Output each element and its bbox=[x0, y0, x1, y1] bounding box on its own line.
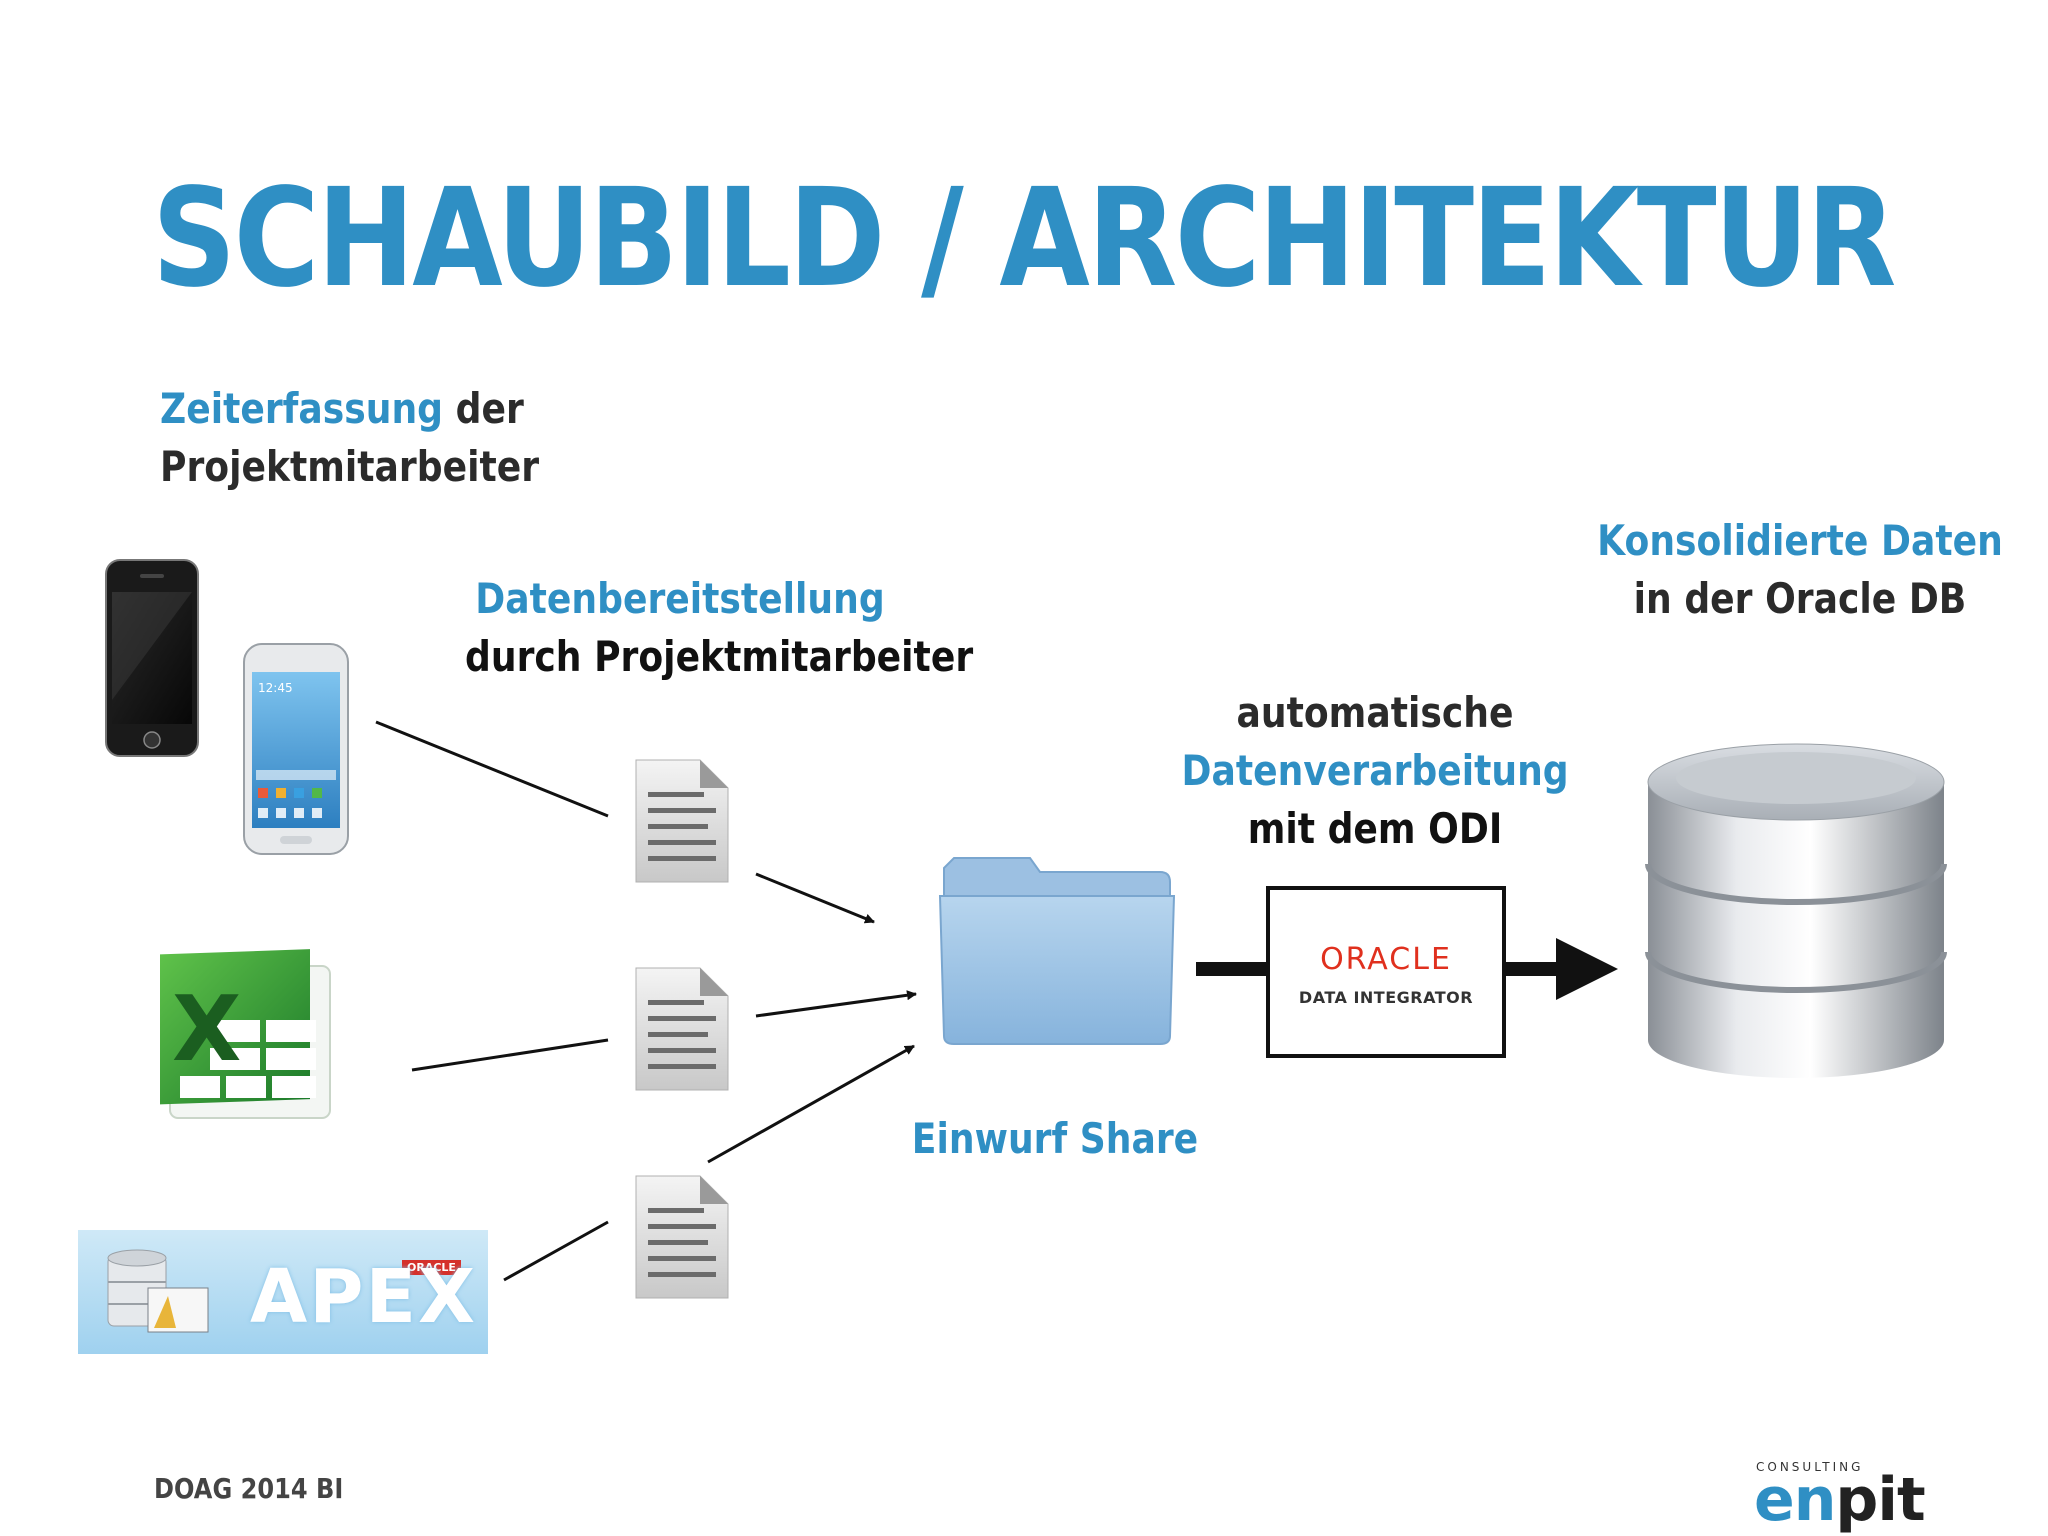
sources-label-line2: Projektmitarbeiter bbox=[160, 442, 540, 491]
provision-label: Datenbereitstellung durch Projektmitarbe… bbox=[465, 570, 973, 686]
enpit-logo: enpit bbox=[1754, 1470, 1926, 1530]
connector-excel-to-doc bbox=[411, 1038, 609, 1072]
svg-text:X: X bbox=[172, 977, 241, 1082]
sources-label: Zeiterfassung der Projektmitarbeiter bbox=[160, 380, 539, 496]
processing-label-line3: mit dem ODI bbox=[1247, 804, 1503, 853]
arrow-doc3-to-share bbox=[707, 1044, 915, 1164]
smartphone-samsung-icon: 12:45 bbox=[243, 643, 349, 855]
apex-database-icon bbox=[107, 1249, 209, 1333]
apex-oracle-badge: ORACLE bbox=[402, 1260, 461, 1275]
odi-box: ORACLE DATA INTEGRATOR bbox=[1266, 886, 1506, 1058]
odi-product: DATA INTEGRATOR bbox=[1298, 988, 1474, 1007]
processing-label: automatische Datenverarbeitung mit dem O… bbox=[1182, 684, 1569, 858]
logo-en: en bbox=[1754, 1465, 1836, 1535]
processing-label-line1: automatische bbox=[1236, 688, 1514, 737]
provision-label-line1: Datenbereitstellung bbox=[475, 574, 885, 623]
excel-icon: X bbox=[160, 949, 331, 1119]
share-label: Einwurf Share bbox=[911, 1114, 1199, 1163]
svg-text:12:45: 12:45 bbox=[258, 681, 293, 695]
apex-logo: ORACLE APEX bbox=[78, 1230, 488, 1354]
thick-connector-folder-to-odi bbox=[1196, 962, 1270, 976]
connector-apex-to-doc bbox=[503, 1220, 609, 1282]
arrow-doc1-to-share bbox=[755, 872, 875, 924]
thick-arrow-head bbox=[1556, 938, 1618, 1000]
page-title: SCHAUBILD / ARCHITEKTUR bbox=[152, 160, 1896, 318]
odi-brand: ORACLE bbox=[1320, 942, 1452, 977]
document-icon bbox=[635, 967, 729, 1091]
logo-pit: pit bbox=[1835, 1465, 1925, 1535]
document-icon bbox=[635, 759, 729, 883]
processing-label-line2: Datenverarbeitung bbox=[1181, 746, 1569, 795]
database-icon bbox=[1645, 743, 1947, 1078]
connector-lines bbox=[375, 720, 917, 1282]
thick-connector-odi-to-db bbox=[1500, 962, 1560, 976]
document-icon bbox=[635, 1175, 729, 1299]
target-label: Konsolidierte Daten in der Oracle DB bbox=[1594, 512, 2007, 628]
smartphone-iphone-icon bbox=[105, 559, 199, 757]
sources-label-rest: der bbox=[443, 384, 524, 433]
connector-phone-to-doc bbox=[375, 720, 609, 818]
apex-name: APEX bbox=[250, 1254, 478, 1340]
target-label-line1: Konsolidierte Daten bbox=[1597, 516, 2003, 565]
arrow-doc2-to-share bbox=[755, 990, 917, 1018]
footer-text: DOAG 2014 BI bbox=[154, 1472, 344, 1505]
provision-label-line2: durch Projektmitarbeiter bbox=[465, 632, 974, 681]
target-label-line2: in der Oracle DB bbox=[1633, 574, 1967, 623]
logo-tagline: CONSULTING bbox=[1756, 1460, 1864, 1474]
folder-icon bbox=[938, 857, 1176, 1045]
sources-label-highlight: Zeiterfassung bbox=[160, 384, 444, 433]
